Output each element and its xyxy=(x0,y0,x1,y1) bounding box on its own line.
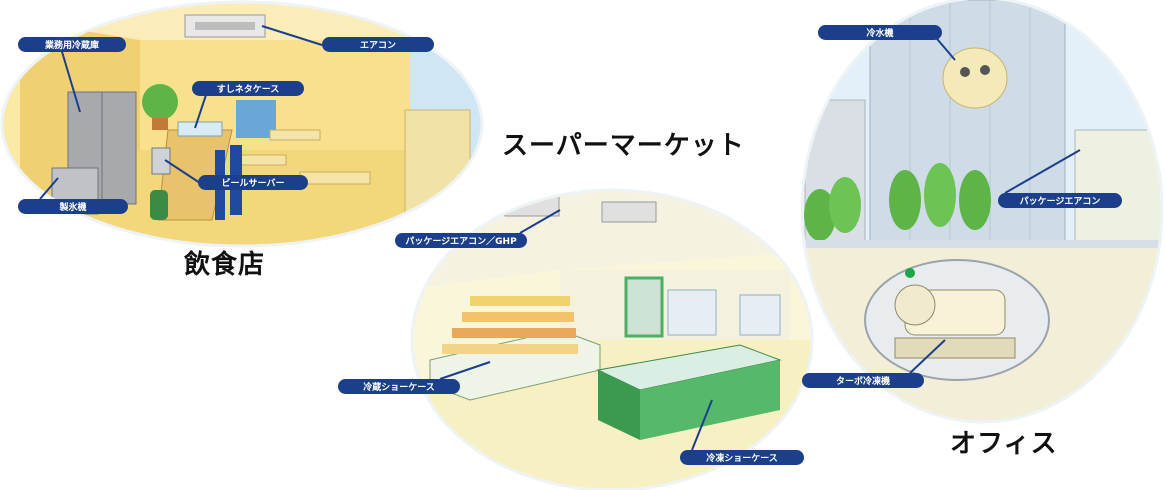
fridge-leader-line xyxy=(59,44,81,113)
ice-maker-label: 製氷機 xyxy=(18,199,128,214)
office-frame xyxy=(800,0,1164,424)
frozen-showcase-leader-line xyxy=(691,399,713,451)
restaurant-plant-pot xyxy=(152,118,168,130)
office-scene xyxy=(802,0,1162,422)
outdoor-unit xyxy=(404,109,471,221)
office-title: オフィス xyxy=(950,429,1058,459)
fridge-label: 業務用冷蔵庫 xyxy=(18,37,126,52)
sushi-case-label-text: すしネタケース xyxy=(217,83,280,95)
supermarket-title: スーパーマーケット xyxy=(502,131,745,161)
showcase-shelf-2 xyxy=(462,312,574,322)
aircon-leader-line xyxy=(261,25,323,46)
aircon-label-text: エアコン xyxy=(360,40,396,51)
fridge-label-text: 業務用冷蔵庫 xyxy=(44,39,99,51)
package-aircon-label-pill xyxy=(998,193,1122,208)
table-3 xyxy=(237,154,287,166)
package-aircon-label: パッケージエアコン xyxy=(998,193,1122,208)
sushi-case-label: すしネタケース xyxy=(192,81,304,96)
package-aircon-ghp-label-text: パッケージエアコン／GHP xyxy=(405,235,517,247)
table-2 xyxy=(299,171,371,185)
ceiling-aircon-grill xyxy=(195,22,255,30)
package-aircon-ghp-leader-line xyxy=(519,209,561,234)
sushi-case-glass xyxy=(177,121,223,137)
drink-shelf-2 xyxy=(739,294,781,336)
beer-server-label-text: ビールサーバー xyxy=(222,177,285,189)
gas-cylinder xyxy=(150,190,168,220)
chiller-indicator xyxy=(905,268,915,278)
water-cooler-label: 冷水機 xyxy=(818,25,942,40)
aircon-label-pill xyxy=(322,37,434,52)
tree-2 xyxy=(829,177,861,233)
fridge-label-pill xyxy=(18,37,126,52)
turbo-chiller-label-pill xyxy=(802,373,924,388)
package-aircon-leader-line xyxy=(1004,149,1081,194)
supermarket-door xyxy=(624,276,664,338)
restaurant-title: 飲食店 xyxy=(184,250,266,280)
refrigerated-showcase-leader-line xyxy=(439,361,491,380)
ceiling-cassette-2 xyxy=(601,201,657,223)
frozen-showcase-label: 冷凍ショーケース xyxy=(680,450,804,465)
restaurant-window xyxy=(236,100,276,138)
chiller-motor xyxy=(894,284,936,326)
refrigerated-showcase-label-pill xyxy=(338,379,460,394)
beer-server-label-pill xyxy=(198,175,308,190)
ceiling-cassette-1 xyxy=(504,195,560,217)
water-cooler-label-pill xyxy=(818,25,942,40)
frozen-showcase-label-pill xyxy=(680,450,804,465)
tree-3 xyxy=(889,170,921,230)
restaurant-frame xyxy=(0,0,484,248)
callout-layer: 業務用冷蔵庫 エアコンすしネタケースビールサーバー製氷機パッケージエアコン／GHP… xyxy=(18,25,1122,465)
table-1 xyxy=(269,129,321,141)
ice-maker-leader-line xyxy=(39,177,59,200)
frozen-showcase-label-text: 冷凍ショーケース xyxy=(706,452,778,464)
package-aircon-ghp-label-pill xyxy=(395,233,527,248)
frozen-showcase-front xyxy=(598,370,640,440)
ice-maker-label-pill xyxy=(18,199,128,214)
chiller-base xyxy=(894,337,1016,359)
frozen-showcase-side xyxy=(640,360,780,440)
tree-1 xyxy=(804,189,836,241)
turbo-chiller-label: ターボ冷凍機 xyxy=(802,373,924,388)
aircon-label: エアコン xyxy=(322,37,434,52)
supermarket-frame xyxy=(410,188,814,490)
package-aircon-label-text: パッケージエアコン xyxy=(1020,195,1101,207)
person-1 xyxy=(960,67,970,77)
sushi-case-label-pill xyxy=(192,81,304,96)
water-cooler-label-text: 冷水機 xyxy=(866,27,893,39)
tree-4 xyxy=(924,163,956,227)
person-2 xyxy=(980,65,990,75)
beer-server-body xyxy=(151,147,171,175)
drink-shelf xyxy=(667,289,717,336)
water-cooler-bubble xyxy=(942,47,1008,109)
turbo-chiller-label-text: ターボ冷凍機 xyxy=(836,375,890,387)
showcase-shelf-3 xyxy=(452,328,576,338)
supermarket-scene xyxy=(412,190,812,490)
refrigerated-showcase-label-text: 冷蔵ショーケース xyxy=(363,381,435,393)
ice-maker-label-text: 製氷機 xyxy=(58,201,86,213)
restaurant-plant xyxy=(142,84,178,120)
showcase-shelf-1 xyxy=(470,296,570,306)
turbo-chiller-leader-line xyxy=(909,339,946,374)
beer-server-label: ビールサーバー xyxy=(198,175,308,190)
package-aircon-ghp-label: パッケージエアコン／GHP xyxy=(395,233,527,248)
beer-server-leader-line xyxy=(164,159,201,184)
tree-5 xyxy=(959,170,991,230)
office-bg-building-2 xyxy=(1074,129,1162,251)
ground-line xyxy=(802,240,1162,248)
showcase-shelf-4 xyxy=(442,344,578,354)
refrigerated-showcase-label: 冷蔵ショーケース xyxy=(338,379,460,394)
